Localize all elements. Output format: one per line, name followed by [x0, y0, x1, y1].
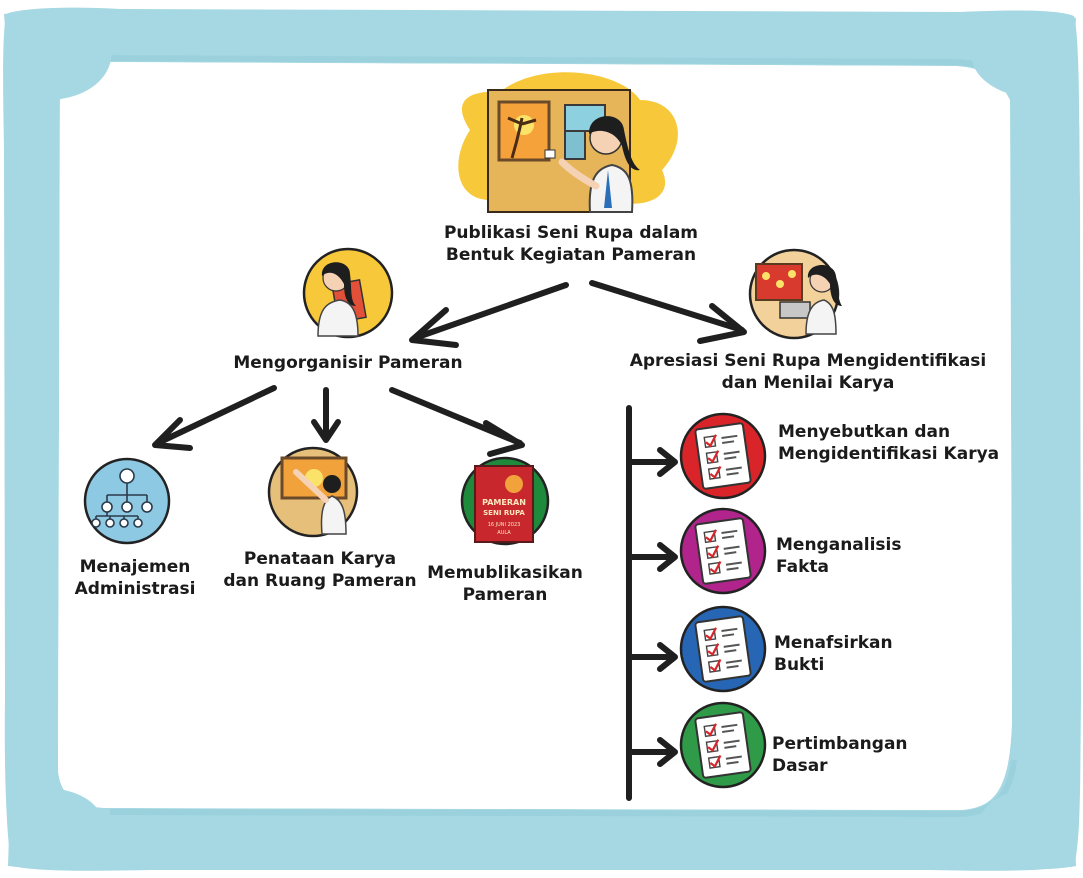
checklist-red-icon: [679, 412, 767, 500]
arrows: [152, 280, 747, 801]
student-at-laptop-icon: [748, 248, 842, 340]
root-title: Publikasi Seni Rupa dalam Bentuk Kegiata…: [421, 222, 721, 266]
step-label-3-line-1: Menafsirkan: [774, 633, 893, 653]
child-label-penataan-line-2: dan Ruang Pameran: [223, 571, 417, 591]
step-label-1: Menyebutkan dan Mengidentifikasi Karya: [778, 421, 1014, 465]
step-label-3-line-2: Bukti: [774, 655, 825, 675]
right-branch-title-line-1: Apresiasi Seni Rupa Mengidentifikasi: [629, 351, 987, 371]
poster-line-4: AULA: [497, 530, 511, 536]
right-branch-title-line-2: dan Menilai Karya: [721, 373, 895, 393]
child-label-admin-line-1: Menajemen: [79, 557, 191, 577]
exhibition-poster-icon: PAMERAN SENI RUPA 16 JUNI 2023 AULA: [460, 456, 550, 546]
root-title-line-2: Bentuk Kegiatan Pameran: [445, 245, 697, 265]
step-label-4-line-1: Pertimbangan: [772, 734, 908, 754]
poster-line-3: 16 JUNI 2023: [488, 522, 521, 528]
child-label-publish-line-2: Pameran: [462, 585, 548, 605]
org-chart-icon: [83, 457, 171, 545]
checklist-icons: [679, 412, 767, 789]
checklist-green-icon: [679, 701, 767, 789]
checklist-magenta-icon: [679, 507, 767, 595]
student-presenting-artwork-illustration: [458, 72, 678, 213]
vertical-bracket: [625, 405, 633, 801]
root-title-line-1: Publikasi Seni Rupa dalam: [443, 223, 699, 243]
step-label-4-line-2: Dasar: [772, 756, 828, 776]
child-label-admin-line-2: Administrasi: [74, 579, 196, 599]
child-label-penataan: Penataan Karya dan Ruang Pameran: [222, 548, 418, 592]
step-label-4: Pertimbangan Dasar: [772, 733, 972, 777]
child-label-publish-line-1: Memublikasikan: [427, 563, 583, 583]
student-with-clipboard-icon: [302, 247, 394, 339]
step-label-3: Menafsirkan Bukti: [774, 632, 974, 676]
left-branch-title-text: Mengorganisir Pameran: [233, 353, 463, 373]
right-branch-title: Apresiasi Seni Rupa Mengidentifikasi dan…: [618, 350, 998, 394]
step-label-1-line-1: Menyebutkan dan: [778, 422, 951, 442]
left-branch-title: Mengorganisir Pameran: [208, 352, 488, 374]
step-label-2: Menganalisis Fakta: [776, 534, 976, 578]
poster-line-1: PAMERAN: [482, 498, 526, 507]
child-label-admin: Menajemen Administrasi: [70, 556, 200, 600]
card-background: [58, 62, 1012, 810]
step-label-1-line-2: Mengidentifikasi Karya: [778, 444, 1000, 464]
arrow-left-to-admin: [155, 385, 277, 446]
child-label-penataan-line-1: Penataan Karya: [243, 549, 397, 569]
student-hanging-painting-icon: [267, 446, 359, 538]
checklist-blue-icon: [679, 605, 767, 693]
child-label-publish: Memublikasikan Pameran: [420, 562, 590, 606]
arrow-root-to-left: [412, 282, 569, 341]
arrow-root-to-right: [589, 280, 745, 333]
step-label-2-line-1: Menganalisis: [776, 535, 902, 555]
poster-line-2: SENI RUPA: [483, 509, 525, 517]
step-label-2-line-2: Fakta: [776, 557, 829, 577]
